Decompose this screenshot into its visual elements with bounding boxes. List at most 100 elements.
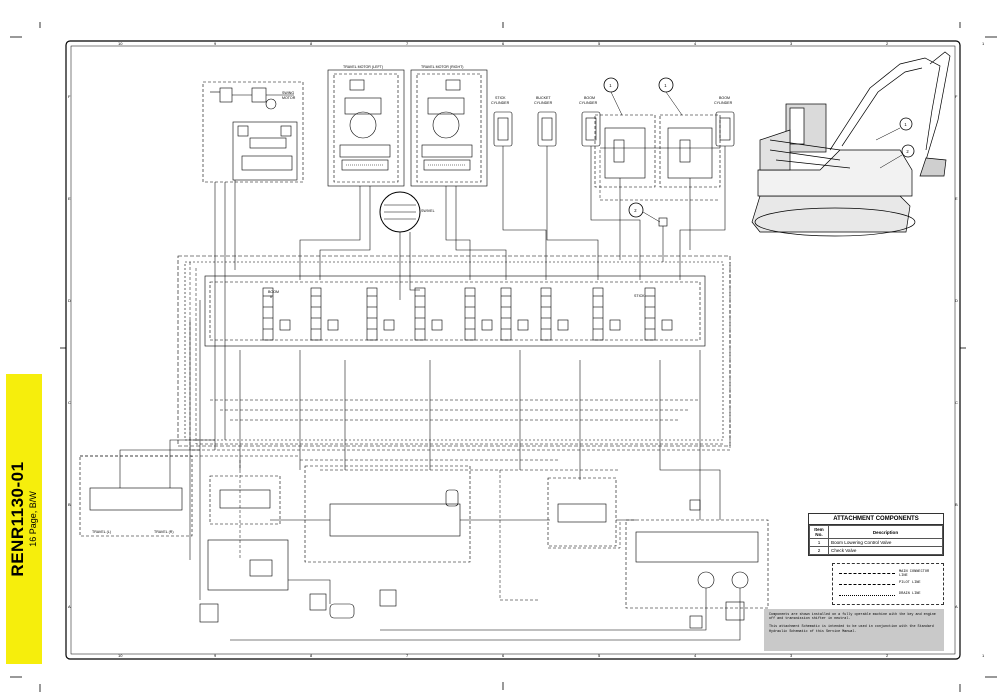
svg-text:2: 2 xyxy=(906,149,909,154)
legend-main-line: MAIN CONNECTOR LINE xyxy=(839,569,937,578)
hydraulic-line xyxy=(119,449,200,488)
note-line-1: Components are shown installed on a full… xyxy=(769,613,936,622)
svg-text:CYLINDER: CYLINDER xyxy=(579,101,598,105)
col-description: Description xyxy=(828,525,943,539)
grid-side-letter: D xyxy=(68,298,71,303)
svg-text:CYLINDER: CYLINDER xyxy=(534,101,553,105)
legend-drain-line: DRAIN LINE xyxy=(839,591,937,599)
check-valve xyxy=(431,319,443,331)
check-valve xyxy=(383,319,395,331)
spool-valve xyxy=(464,287,476,341)
svg-text:STICK: STICK xyxy=(634,294,645,298)
hydraulic-line xyxy=(319,186,371,280)
travel-motor-left xyxy=(327,69,405,187)
check-valve xyxy=(557,319,569,331)
grid-top-number: 10 xyxy=(118,41,123,46)
swing-motor-label: SWING MOTOR xyxy=(282,91,296,100)
attachment-table-title: ATTACHMENT COMPONENTS xyxy=(809,514,943,525)
swing-motor-group xyxy=(202,81,304,183)
grid-top-number: 2 xyxy=(886,41,889,46)
pilot-line xyxy=(499,470,540,601)
document-side-tab: RENR1130-01 16 Page, B/W xyxy=(6,374,42,664)
svg-text:TRAVEL (R): TRAVEL (R) xyxy=(154,530,174,534)
svg-text:BOOM: BOOM xyxy=(584,96,595,100)
check-valve xyxy=(609,319,621,331)
travel-motor-right-label: TRAVEL MOTOR (RIGHT) xyxy=(421,65,463,69)
grid-bottom-number: 4 xyxy=(694,653,697,658)
spool-valve xyxy=(540,287,552,341)
grid-top-number: 9 xyxy=(214,41,217,46)
pilot-line xyxy=(189,262,731,451)
check-valve xyxy=(327,319,339,331)
svg-text:BUCKET: BUCKET xyxy=(536,96,551,100)
spool-valve xyxy=(500,287,512,341)
pilot-lines xyxy=(80,150,731,601)
excavator-callouts: 1 2 xyxy=(875,117,915,169)
grid-side-letter: A xyxy=(68,604,71,609)
hydraulic-line xyxy=(455,186,507,280)
svg-text:CYLINDER: CYLINDER xyxy=(714,101,733,105)
hydraulic-line xyxy=(445,186,471,280)
check-valve xyxy=(481,319,493,331)
grid-top-number: 7 xyxy=(406,41,409,46)
callout-1a: 1 xyxy=(603,77,623,116)
pilot-line xyxy=(548,520,621,549)
spool-valve xyxy=(310,287,322,341)
grid-bottom-number: 10 xyxy=(118,653,123,658)
table-row: 1 Boom Lowering Control Valve xyxy=(809,538,943,547)
grid-side-letter: A xyxy=(955,604,958,609)
hydraulic-line xyxy=(288,579,331,604)
line-legend: MAIN CONNECTOR LINE PILOT LINE DRAIN LIN… xyxy=(832,563,944,605)
spool-valve xyxy=(414,287,426,341)
svg-text:BOOM: BOOM xyxy=(268,290,279,294)
hydraulic-line xyxy=(299,186,361,280)
check-valve xyxy=(661,319,673,331)
hydraulic-line xyxy=(679,146,726,280)
note-line-2: This attachment Schematic is intended to… xyxy=(769,625,934,634)
hydraulic-line xyxy=(659,360,721,520)
grid-bottom-number: 2 xyxy=(886,653,889,658)
main-valve-labels: BOOM II STICK xyxy=(268,290,645,299)
spool-valve xyxy=(592,287,604,341)
svg-text:1: 1 xyxy=(609,83,612,88)
main-control-valve xyxy=(177,255,731,447)
grid-top-number: 8 xyxy=(310,41,313,46)
schematic-note: Components are shown installed on a full… xyxy=(764,609,944,651)
grid-top-number: 5 xyxy=(598,41,601,46)
grid-side-letter: B xyxy=(68,502,71,507)
svg-text:TRAVEL (L): TRAVEL (L) xyxy=(92,530,111,534)
pilot-line xyxy=(195,268,724,445)
svg-text:BOOM: BOOM xyxy=(719,96,730,100)
grid-top-number: 6 xyxy=(502,41,505,46)
grid-side-letter: B xyxy=(955,502,958,507)
grid-bottom-number: 6 xyxy=(502,653,505,658)
check-valve xyxy=(279,319,291,331)
svg-text:STICK: STICK xyxy=(495,96,506,100)
grid-bottom-number: 3 xyxy=(790,653,793,658)
callout-2: 2 xyxy=(628,202,668,227)
grid-side-letter: E xyxy=(68,196,71,201)
swivel: SWIVEL xyxy=(379,191,435,233)
hydraulic-line xyxy=(502,146,547,280)
spool-valve xyxy=(366,287,378,341)
grid-side-letter: E xyxy=(955,196,958,201)
grid-bottom-number: 8 xyxy=(310,653,313,658)
hydraulic-line xyxy=(546,146,599,280)
hydraulic-line xyxy=(409,232,420,291)
boom-lowering-valves xyxy=(594,114,721,188)
outer-frame xyxy=(65,40,961,660)
svg-text:1: 1 xyxy=(664,83,667,88)
hydraulic-line xyxy=(169,439,215,488)
svg-text:2: 2 xyxy=(634,208,637,213)
lower-manifolds xyxy=(79,455,769,629)
grid-top-number: 1 xyxy=(982,41,985,46)
grid-bottom-number: 5 xyxy=(598,653,601,658)
grid-side-letter: C xyxy=(955,400,958,405)
travel-labels: TRAVEL (L) TRAVEL (R) xyxy=(92,530,174,534)
svg-text:II: II xyxy=(270,295,272,299)
